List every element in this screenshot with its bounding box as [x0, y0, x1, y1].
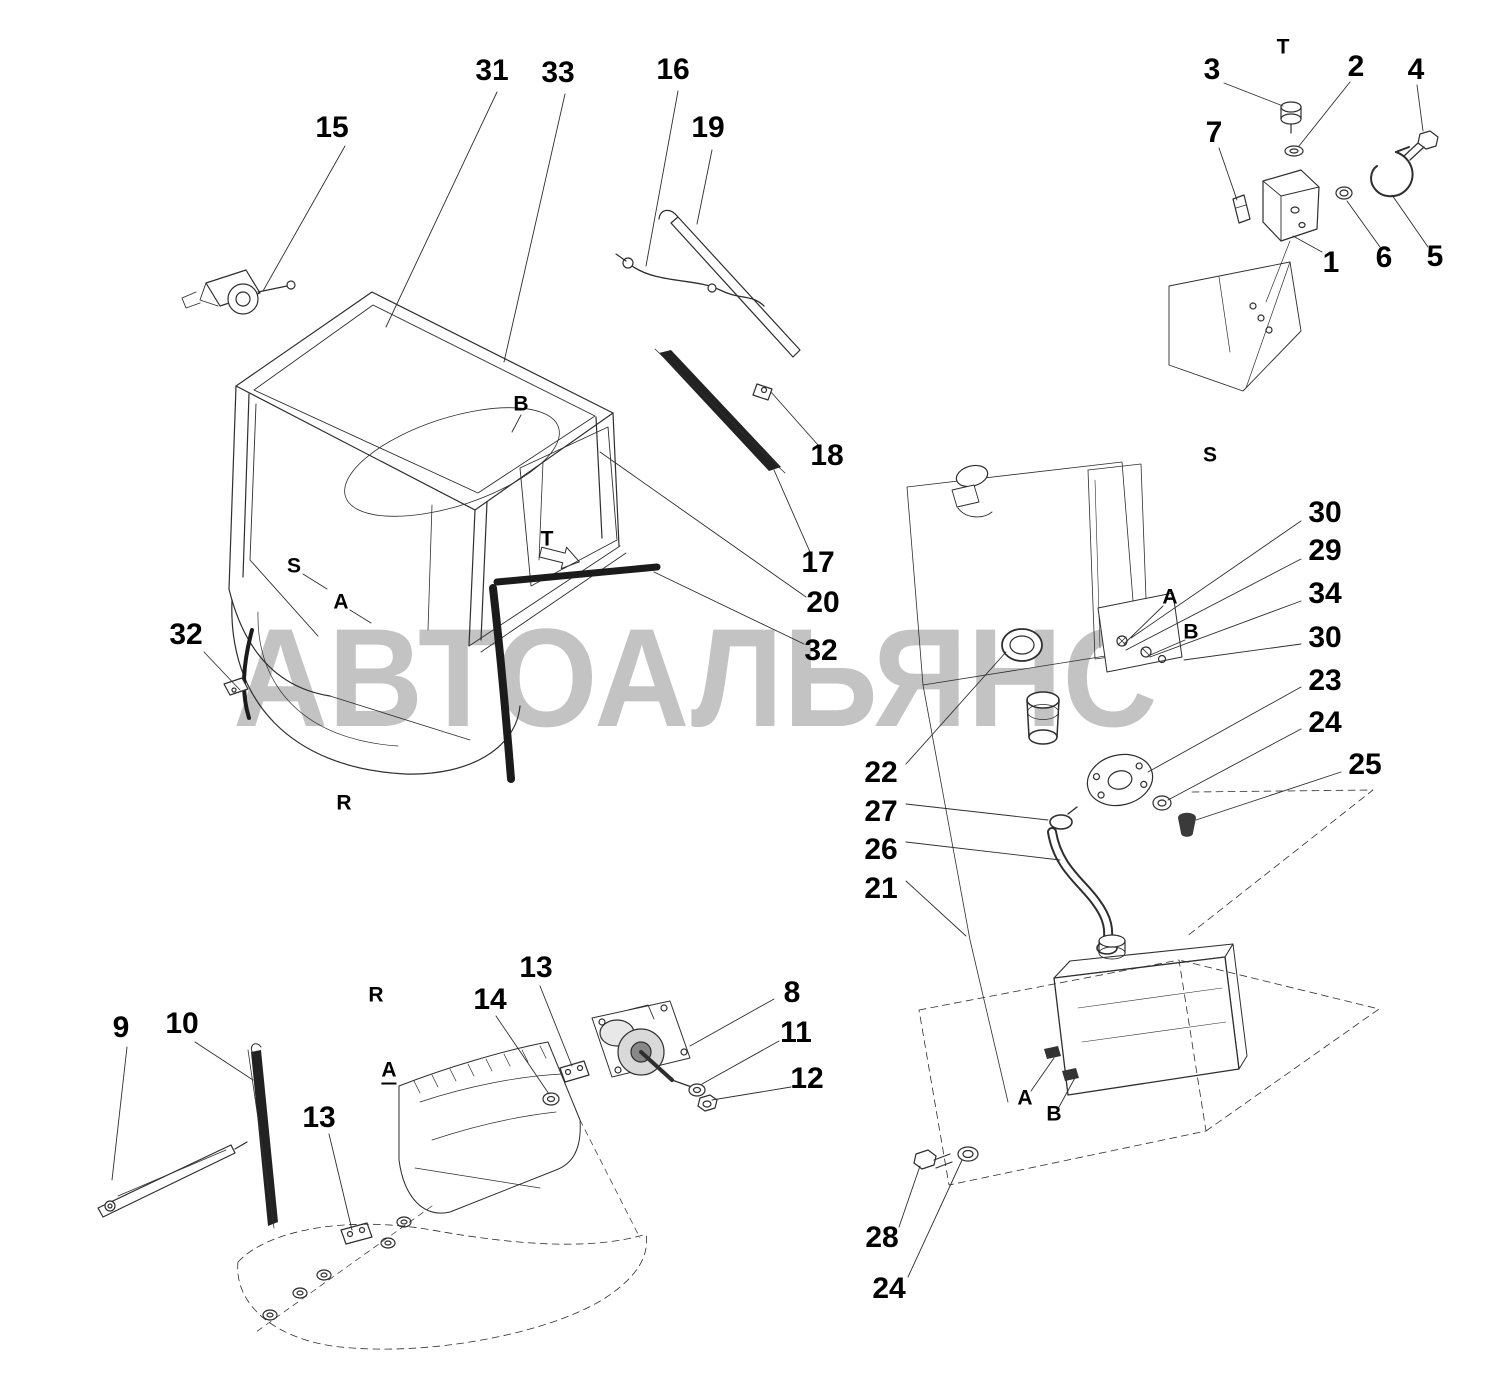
hook-bracket-assembly-drawing — [1168, 101, 1439, 392]
part-number-3-10: 3 — [1203, 53, 1221, 86]
front-wiper-arm-blade-drawing — [615, 209, 801, 474]
view-label-A-9: A — [1017, 1086, 1033, 1110]
part-number-23-21: 23 — [1308, 664, 1342, 697]
part-number-25-23: 25 — [1348, 748, 1382, 781]
part-number-34-19: 34 — [1308, 577, 1342, 610]
part-number-21-27: 21 — [864, 872, 898, 905]
part-number-19-4: 19 — [691, 111, 725, 144]
view-label-T-2: T — [540, 527, 554, 551]
part-number-13-32: 13 — [519, 951, 553, 984]
part-number-8-34: 8 — [783, 976, 801, 1009]
part-number-14-33: 14 — [473, 983, 507, 1016]
part-number-18-5: 18 — [810, 439, 844, 472]
view-label-B-8: B — [1183, 620, 1199, 644]
part-number-7-13: 7 — [1205, 116, 1223, 149]
part-number-32-8: 32 — [804, 634, 838, 667]
part-number-30-17: 30 — [1308, 496, 1342, 529]
part-number-15-0: 15 — [315, 111, 349, 144]
part-number-28-28: 28 — [865, 1221, 899, 1254]
part-number-16-3: 16 — [656, 53, 690, 86]
view-label-A-12: A — [381, 1060, 397, 1085]
view-label-S-6: S — [1202, 443, 1218, 467]
washer-reservoir-assembly-drawing — [906, 461, 1380, 1186]
part-number-1-14: 1 — [1322, 246, 1340, 279]
part-number-13-37: 13 — [302, 1101, 336, 1134]
view-label-B-10: B — [1046, 1102, 1062, 1126]
part-number-31-1: 31 — [475, 54, 509, 87]
front-wiper-motor-drawing — [181, 269, 296, 315]
part-number-24-22: 24 — [1308, 706, 1342, 739]
view-label-A-4: A — [333, 590, 349, 614]
view-label-S-3: S — [286, 554, 302, 578]
part-number-33-2: 33 — [541, 56, 575, 89]
part-number-27-25: 27 — [864, 795, 898, 828]
view-label-R-11: R — [368, 983, 384, 1007]
part-number-29-18: 29 — [1308, 534, 1342, 567]
part-number-5-16: 5 — [1426, 240, 1444, 273]
view-label-B-1: B — [513, 392, 529, 416]
part-number-22-24: 22 — [864, 756, 898, 789]
part-number-11-35: 11 — [780, 1016, 812, 1049]
view-label-T-0: T — [1276, 35, 1290, 59]
part-number-20-7: 20 — [806, 586, 840, 619]
part-number-30-20: 30 — [1308, 621, 1342, 654]
part-number-24-29: 24 — [872, 1272, 906, 1305]
cab-frame-drawing — [223, 291, 661, 783]
view-label-R-5: R — [336, 791, 352, 815]
part-number-4-12: 4 — [1407, 53, 1425, 86]
part-number-6-15: 6 — [1375, 241, 1393, 274]
watermark-text: АВТОАЛЬЯНС — [233, 599, 1158, 756]
view-label-A-7: A — [1162, 585, 1178, 609]
part-number-9-30: 9 — [112, 1011, 130, 1044]
part-number-2-11: 2 — [1347, 50, 1365, 83]
leader-lines — [111, 81, 1429, 1278]
part-number-10-31: 10 — [165, 1007, 199, 1040]
part-number-26-26: 26 — [864, 833, 898, 866]
rear-wiper-assembly-drawing — [97, 1000, 718, 1350]
part-number-17-6: 17 — [801, 546, 835, 579]
part-number-12-36: 12 — [790, 1062, 824, 1095]
part-number-32-9: 32 — [169, 618, 203, 651]
